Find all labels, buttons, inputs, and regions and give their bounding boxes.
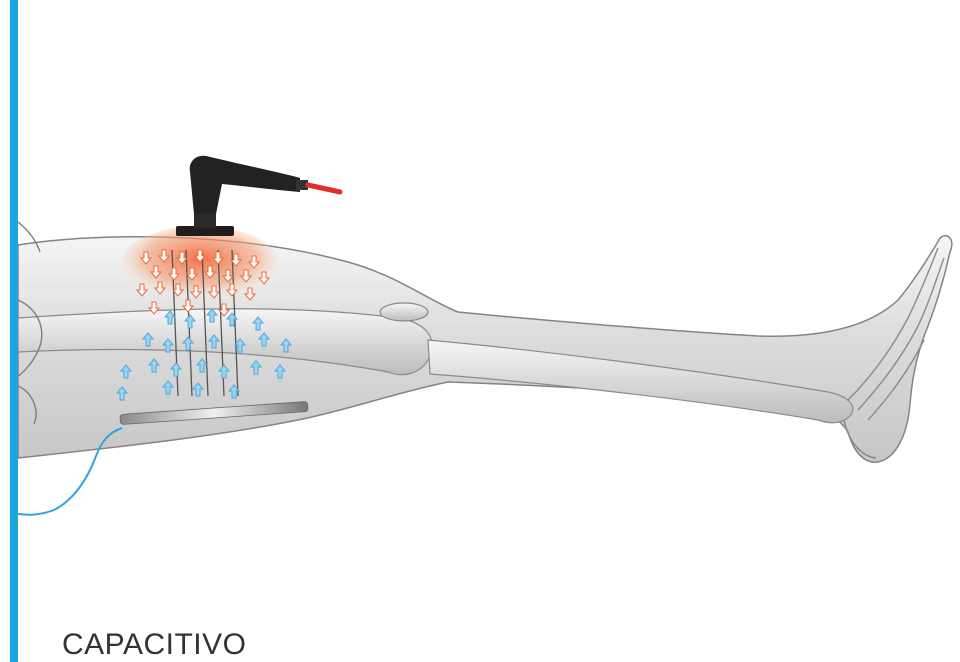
patella-bone xyxy=(380,303,428,321)
electrode-icon xyxy=(176,156,340,236)
leg-illustration xyxy=(18,0,960,600)
accent-bar xyxy=(10,0,18,662)
caption-label: CAPACITIVO xyxy=(62,628,246,662)
